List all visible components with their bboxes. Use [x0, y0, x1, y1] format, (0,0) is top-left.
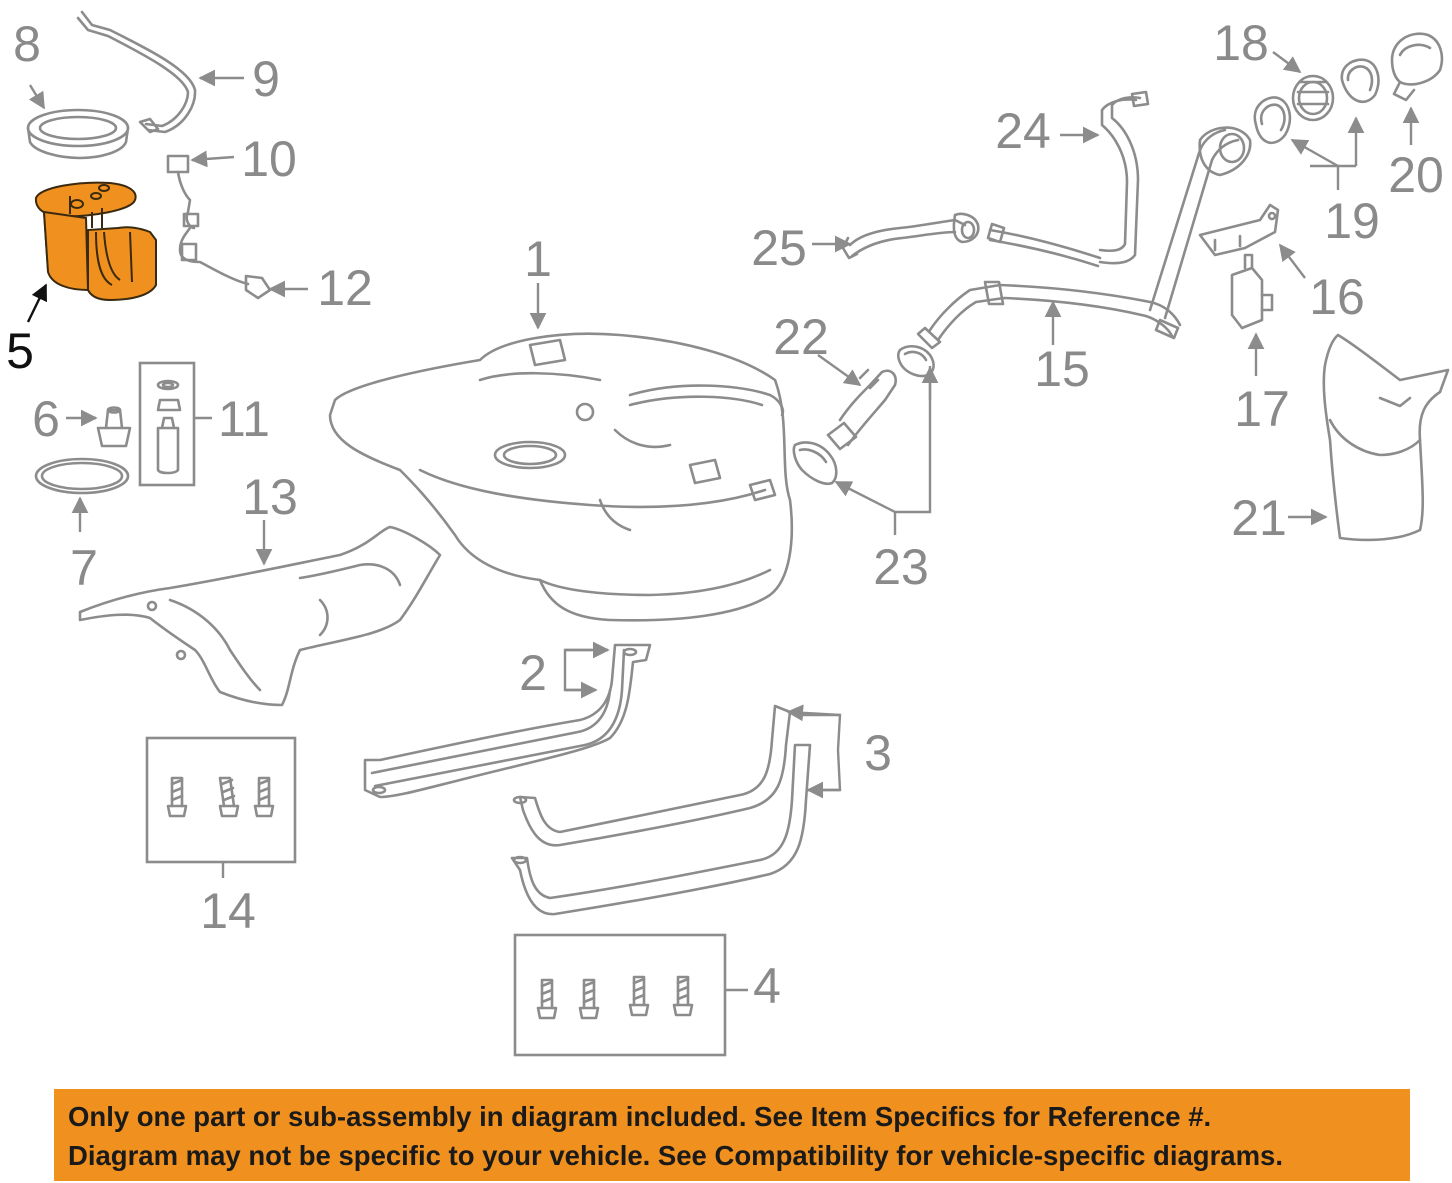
callout-5: 5	[6, 323, 34, 379]
callout-13: 13	[242, 469, 298, 525]
sender-kit-11	[138, 361, 196, 487]
callout-4: 4	[753, 958, 781, 1014]
gasket-18	[1291, 74, 1335, 122]
callout-21: 21	[1231, 490, 1287, 546]
heat-shield-13	[78, 525, 442, 707]
callout-25: 25	[751, 220, 807, 276]
fuel-pump-module	[34, 181, 157, 302]
callout-12: 12	[317, 260, 373, 316]
callout-18: 18	[1213, 15, 1269, 71]
callout-17: 17	[1234, 381, 1290, 437]
callout-16: 16	[1309, 269, 1365, 325]
fuel-tank	[328, 332, 794, 622]
valve-17	[1230, 253, 1274, 330]
gasket-ring-7	[34, 457, 130, 495]
retainer-rings-19	[1253, 58, 1380, 145]
callout-3: 3	[864, 725, 892, 781]
callout-1: 1	[524, 231, 552, 287]
filler-neck-hose-22	[826, 368, 897, 451]
hose-25	[841, 212, 980, 260]
callout-23: 23	[873, 539, 929, 595]
fuel-tube-9	[76, 10, 197, 134]
vent-tube-24	[986, 90, 1150, 268]
callout-24: 24	[995, 103, 1051, 159]
callout-6: 6	[32, 391, 60, 447]
tank-strap-front	[363, 643, 652, 799]
lock-ring-8	[26, 108, 130, 160]
sender-gauge-6	[96, 406, 132, 448]
wire-harness-10-12	[166, 154, 272, 300]
callout-2: 2	[519, 645, 547, 701]
fuel-cap-20	[1390, 32, 1444, 102]
disclaimer-line-2: Diagram may not be specific to your vehi…	[68, 1140, 1283, 1171]
callout-labels: 1 2 3 4 5 6 7 8 9 10 11 12 13 14 15 16 1…	[6, 15, 1444, 1014]
callout-14: 14	[200, 883, 256, 939]
callout-9: 9	[252, 51, 280, 107]
callout-8: 8	[13, 16, 41, 72]
callout-22: 22	[773, 309, 829, 365]
leader-lines	[26, 51, 1420, 992]
callout-20: 20	[1388, 147, 1444, 203]
callout-11: 11	[218, 391, 270, 447]
callout-7: 7	[70, 540, 98, 596]
filler-shield-21	[1322, 333, 1450, 542]
disclaimer-line-1: Only one part or sub-assembly in diagram…	[68, 1101, 1212, 1132]
disclaimer-banner: Only one part or sub-assembly in diagram…	[54, 1089, 1410, 1181]
callout-19: 19	[1324, 193, 1380, 249]
callout-15: 15	[1034, 341, 1090, 397]
filler-pipe-15	[916, 126, 1252, 350]
bolt-kit-14	[145, 736, 297, 864]
bracket-16	[1198, 203, 1280, 257]
hose-clamps-23	[792, 345, 935, 486]
bolt-kit-4	[513, 933, 727, 1057]
callout-10: 10	[241, 131, 297, 187]
